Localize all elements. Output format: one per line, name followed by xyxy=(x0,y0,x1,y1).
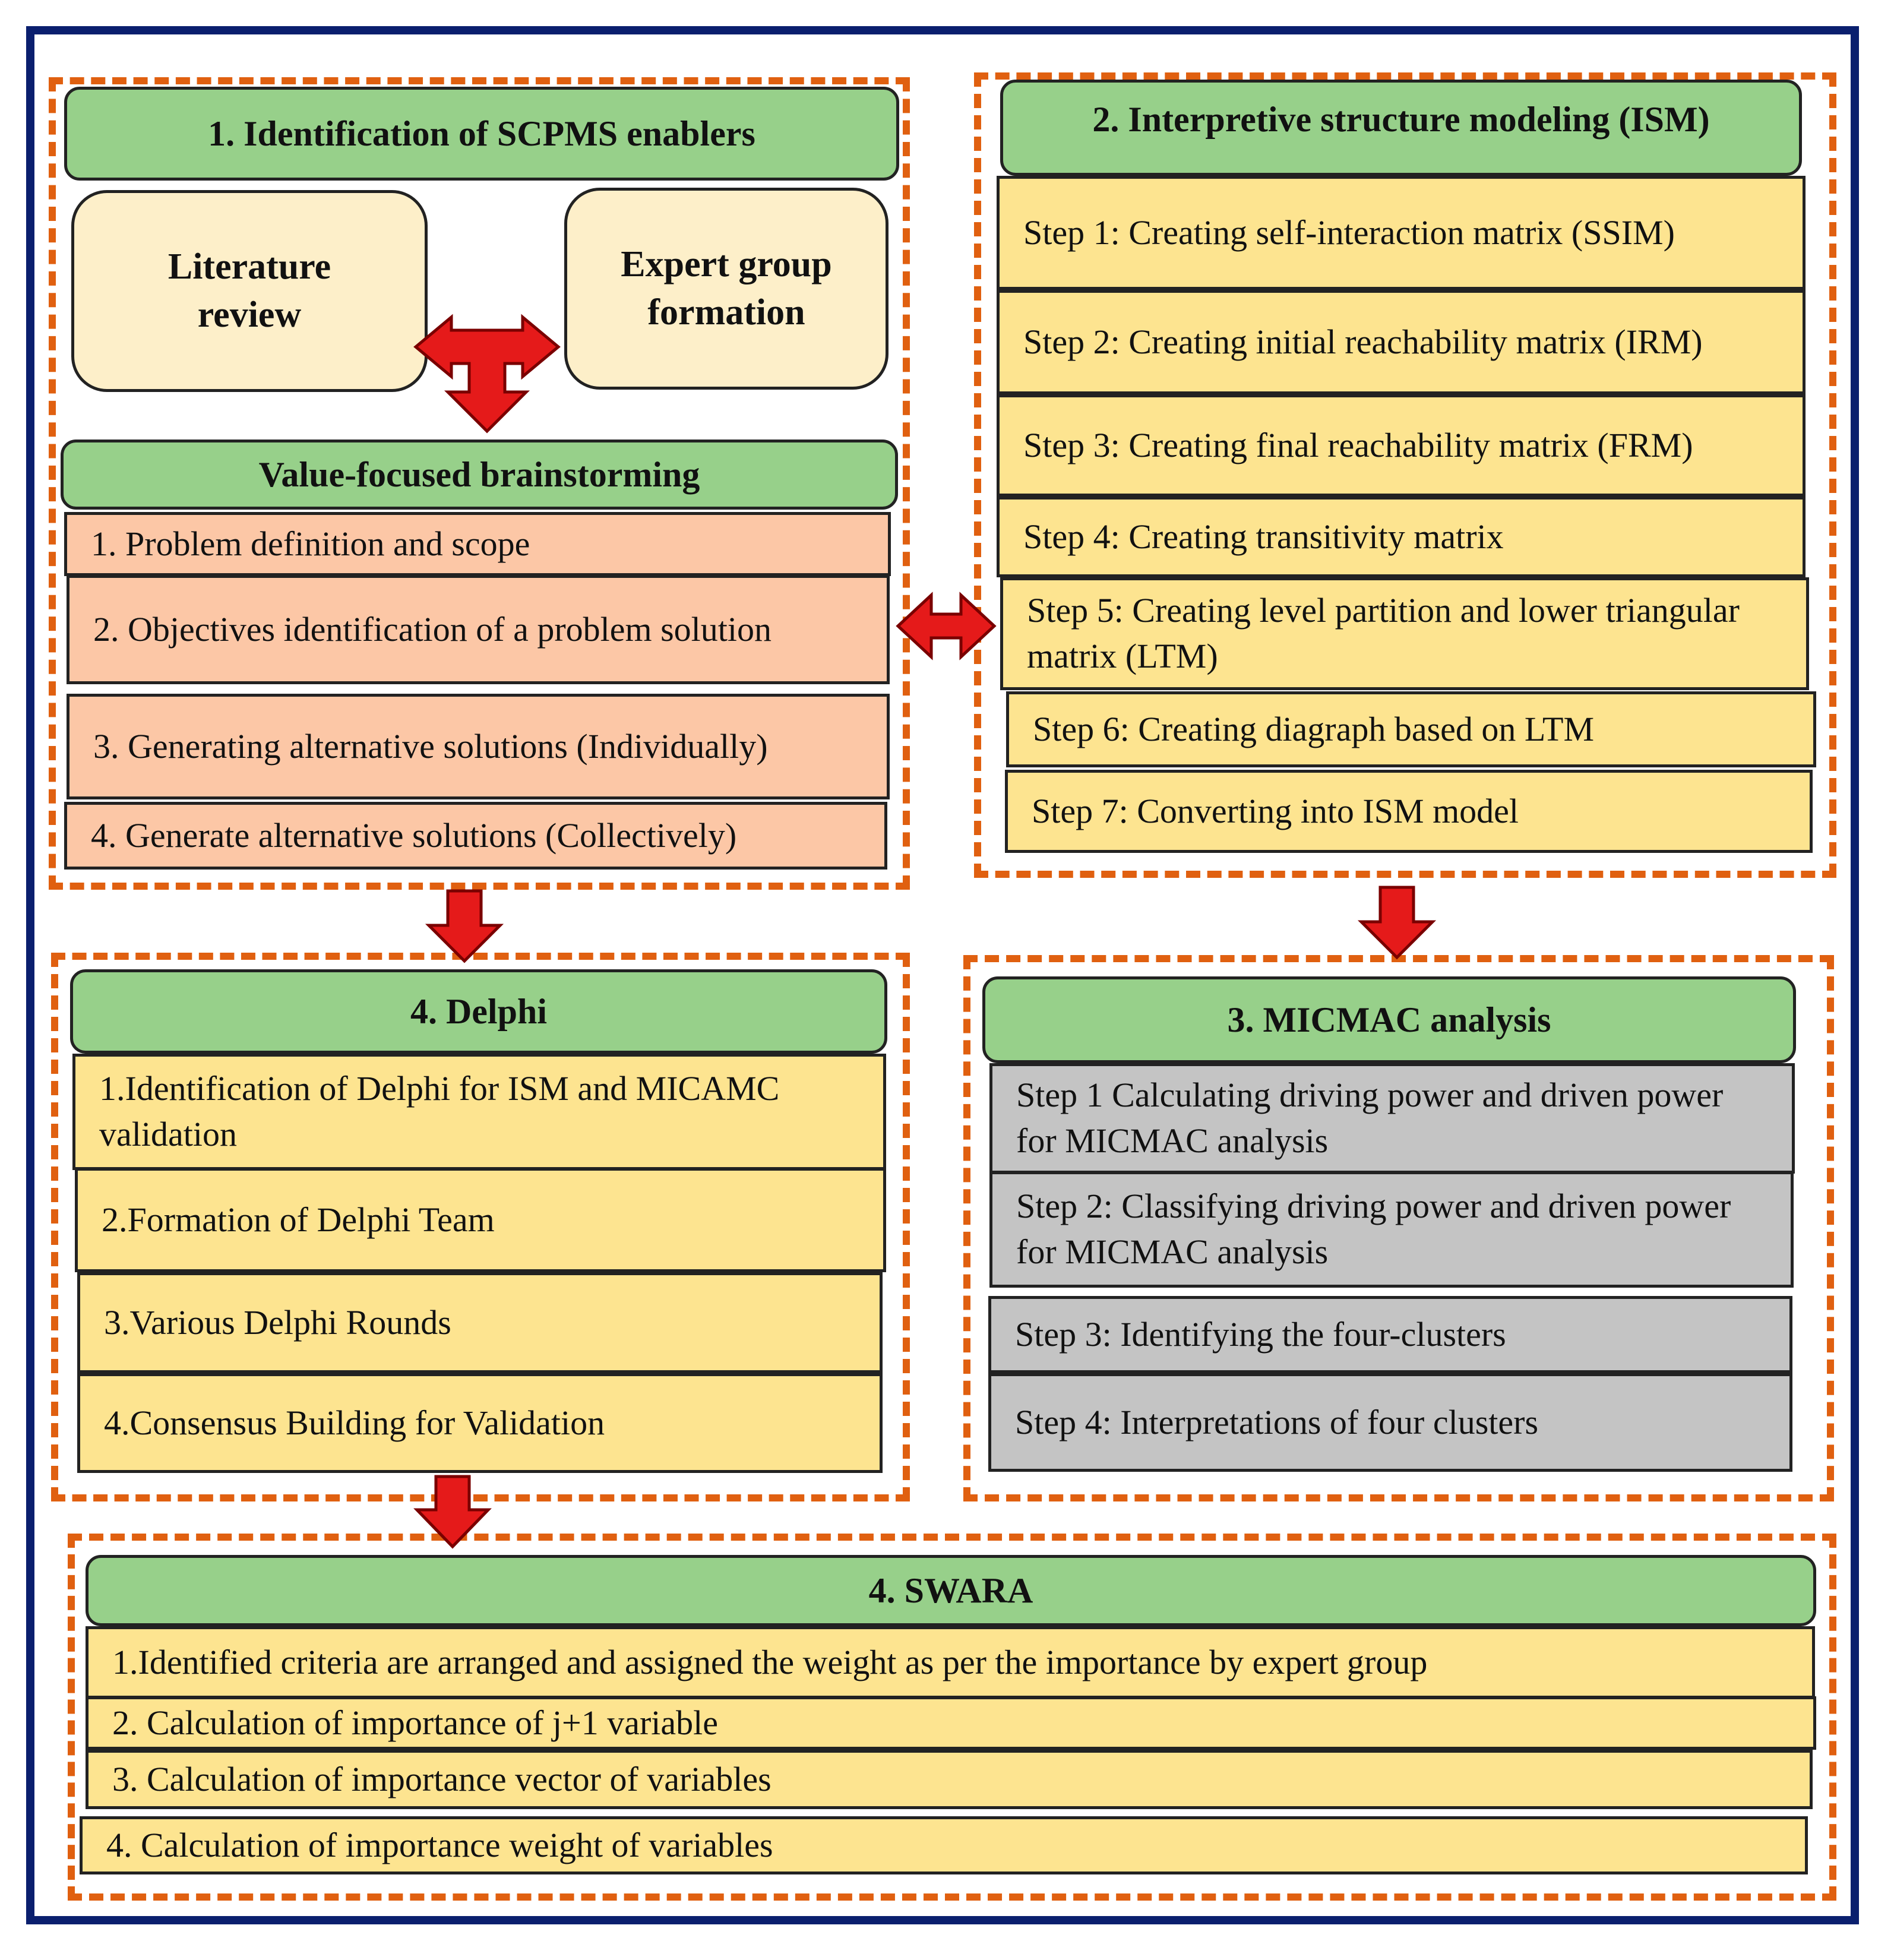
vfb-step-2: 2. Objectives identification of a proble… xyxy=(67,575,890,684)
value-focused-brainstorming-header: Value-focused brainstorming xyxy=(61,440,898,510)
delphi-step-3: 3.Various Delphi Rounds xyxy=(77,1272,883,1373)
section-delphi xyxy=(51,953,910,1501)
ism-step-1: Step 1: Creating self-interaction matrix… xyxy=(997,176,1806,290)
arrow-s1-to-delphi xyxy=(425,889,504,963)
swara-step-4: 4. Calculation of importance weight of v… xyxy=(80,1816,1808,1874)
vfb-step-3: 3. Generating alternative solutions (Ind… xyxy=(67,694,890,799)
vfb-step-4: 4. Generate alternative solutions (Colle… xyxy=(64,802,887,870)
micmac-header: 3. MICMAC analysis xyxy=(982,976,1796,1063)
arrow-delphi-to-swara xyxy=(413,1475,492,1549)
swara-step-2: 2. Calculation of importance of j+1 vari… xyxy=(86,1696,1816,1750)
expert-group-formation-box: Expert group formation xyxy=(564,188,888,390)
swara-step-1: 1.Identified criteria are arranged and a… xyxy=(86,1626,1815,1699)
section-identification xyxy=(49,77,910,890)
ism-step-4: Step 4: Creating transitivity matrix xyxy=(997,497,1806,577)
section-swara xyxy=(68,1534,1836,1901)
swara-header: 4. SWARA xyxy=(86,1555,1816,1626)
ism-step-7: Step 7: Converting into ISM model xyxy=(1005,770,1813,853)
literature-review-box: Literature review xyxy=(71,190,428,392)
delphi-step-1: 1.Identification of Delphi for ISM and M… xyxy=(72,1054,886,1170)
ism-step-2: Step 2: Creating initial reachability ma… xyxy=(997,290,1806,394)
identification-header: 1. Identification of SCPMS enablers xyxy=(64,87,899,181)
micmac-step-1: Step 1 Calculating driving power and dri… xyxy=(989,1063,1795,1174)
double-arrow-s1-s2 xyxy=(896,592,997,660)
ism-step-3: Step 3: Creating final reachability matr… xyxy=(997,394,1806,497)
micmac-step-4: Step 4: Interpretations of four clusters xyxy=(988,1373,1792,1472)
vfb-step-1: 1. Problem definition and scope xyxy=(64,512,891,576)
ism-step-6: Step 6: Creating diagraph based on LTM xyxy=(1006,691,1816,767)
swara-step-3: 3. Calculation of importance vector of v… xyxy=(86,1750,1813,1809)
ism-header: 2. Interpretive structure modeling (ISM) xyxy=(1000,80,1802,176)
section-ism xyxy=(974,72,1836,878)
ism-step-5: Step 5: Creating level partition and low… xyxy=(1000,577,1809,690)
delphi-header: 4. Delphi xyxy=(70,969,887,1054)
delphi-step-2: 2.Formation of Delphi Team xyxy=(75,1168,886,1272)
arrow-ism-to-micmac xyxy=(1357,886,1437,960)
section-micmac xyxy=(963,955,1834,1501)
t-junction-arrow xyxy=(413,314,561,434)
delphi-step-4: 4.Consensus Building for Validation xyxy=(77,1373,883,1473)
micmac-step-3: Step 3: Identifying the four-clusters xyxy=(988,1296,1792,1373)
micmac-step-2: Step 2: Classifying driving power and dr… xyxy=(989,1171,1794,1288)
